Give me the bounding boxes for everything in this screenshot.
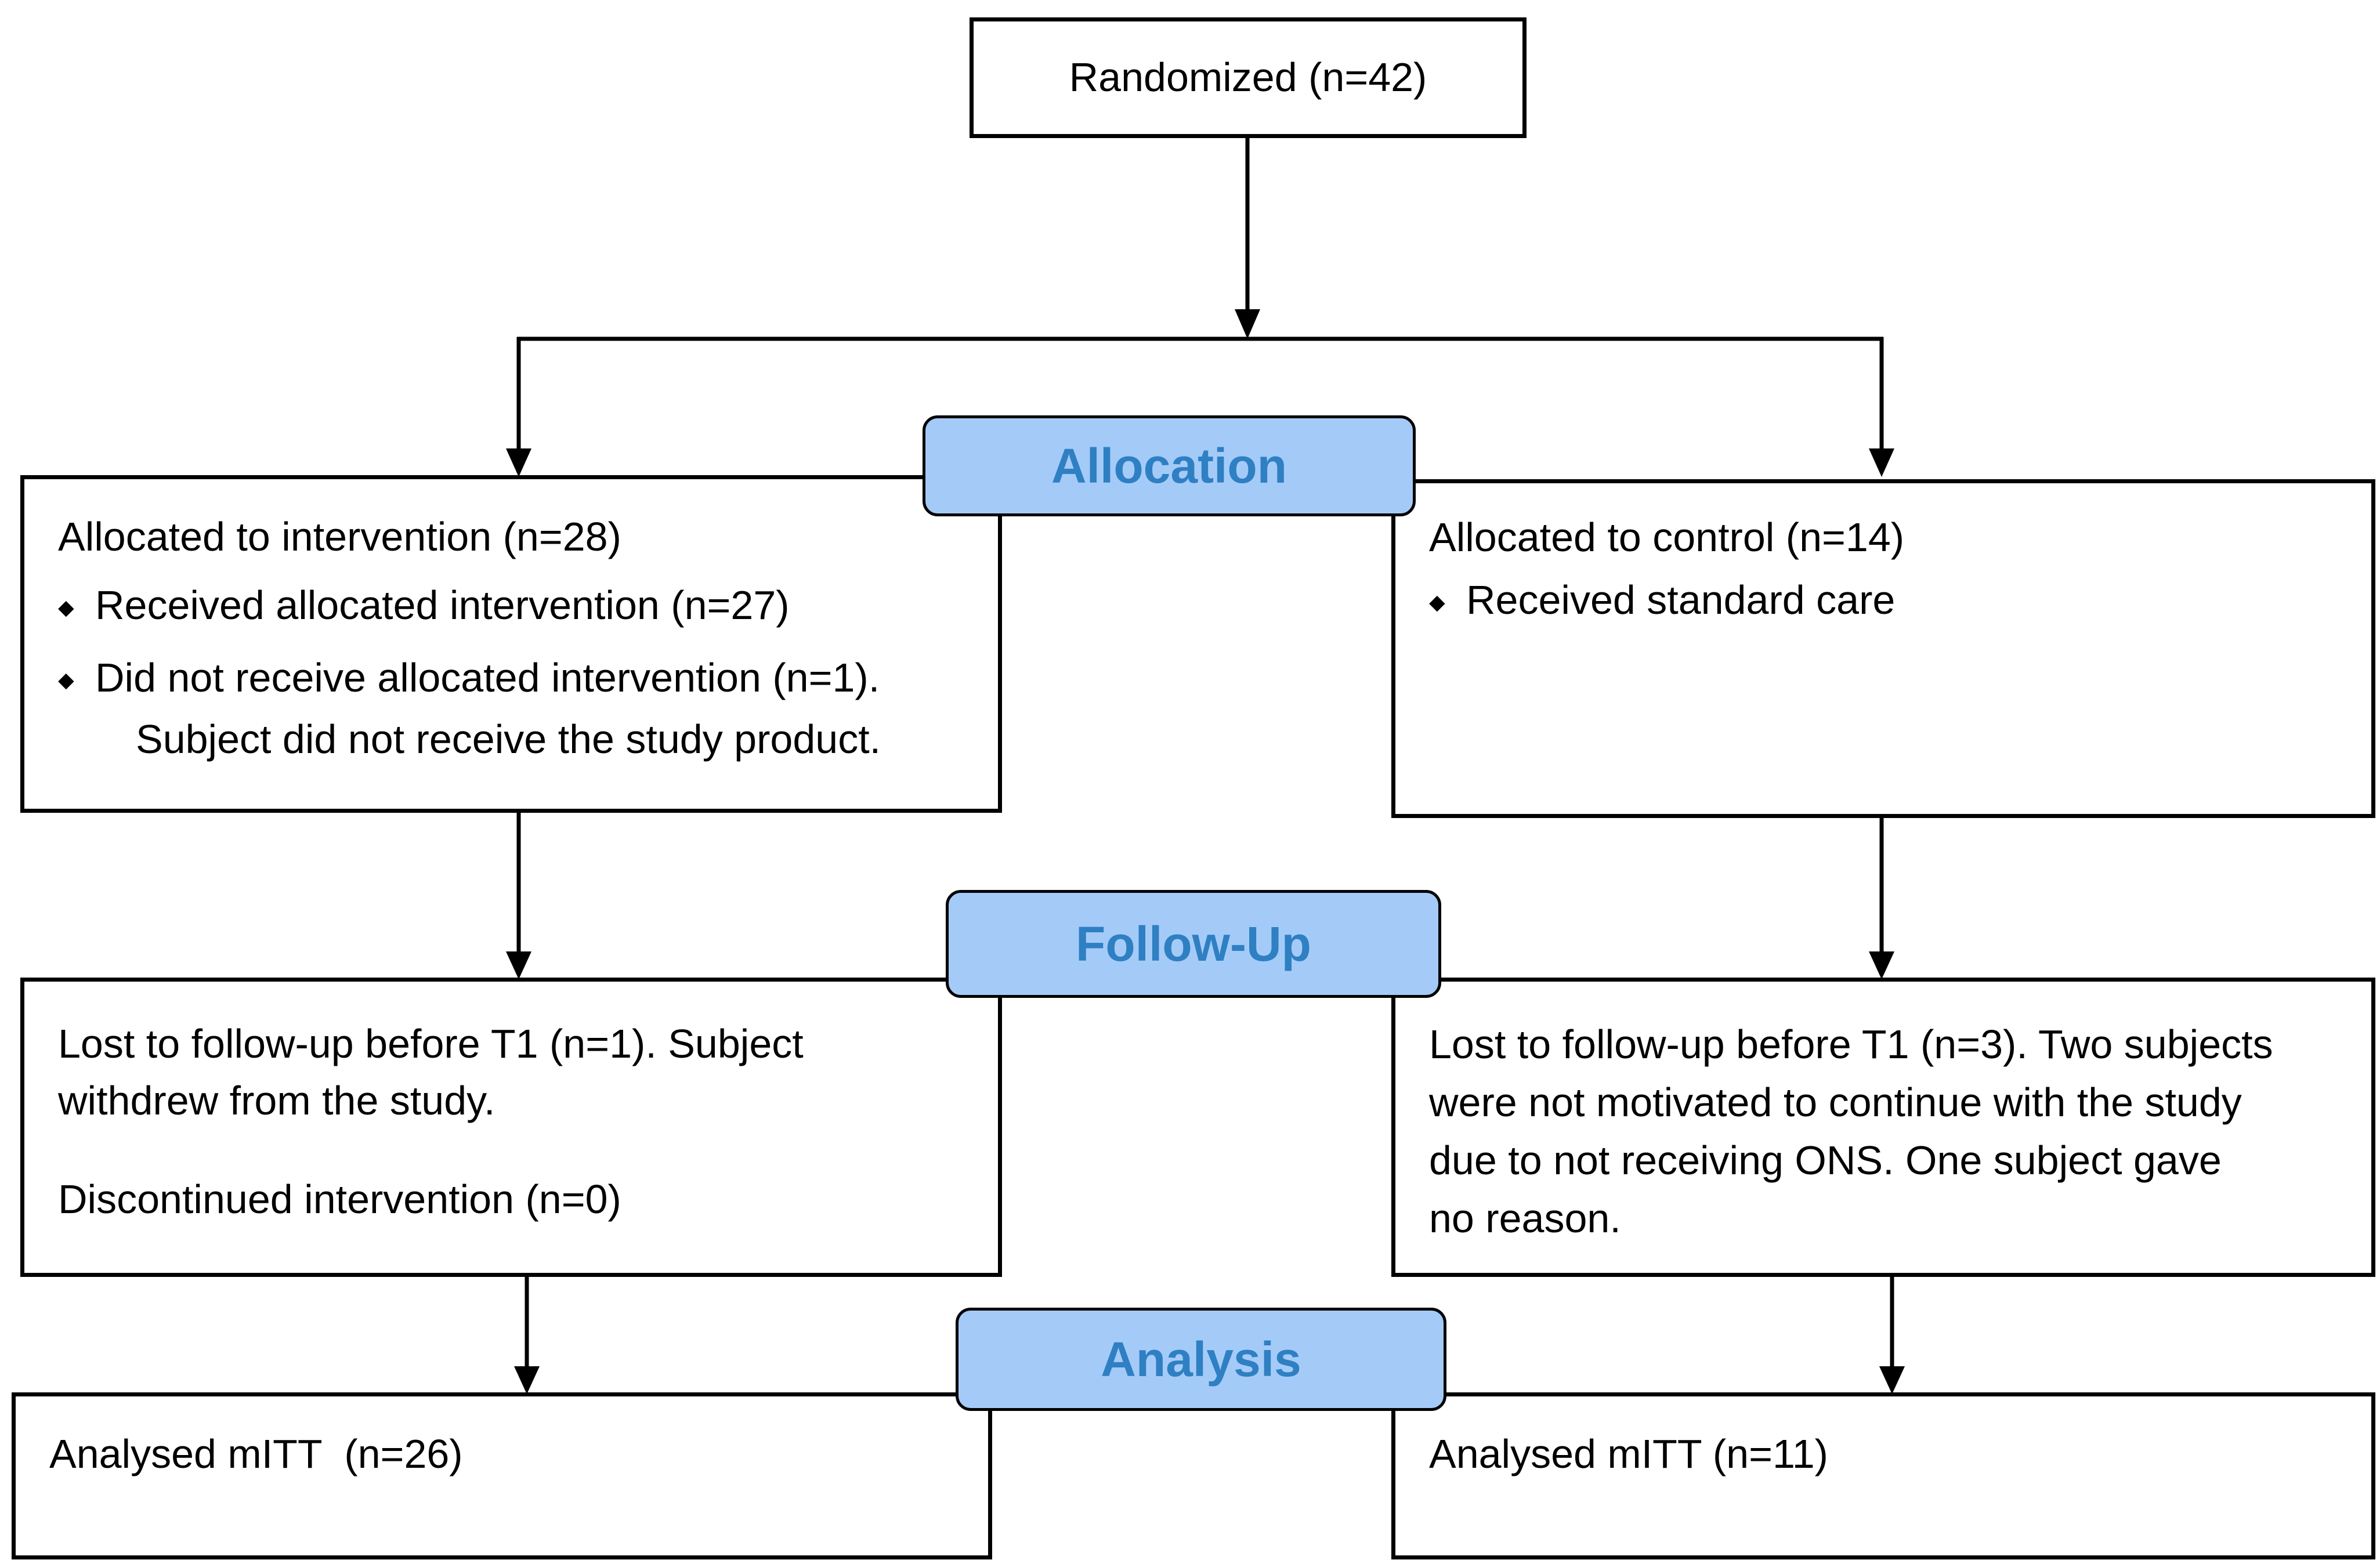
- control-bullet-standard-care: ◆ Received standard care: [1429, 575, 2371, 626]
- arrowhead-intervention-allocation: [506, 448, 531, 477]
- intervention-analysis-box: Analysed mITT (n=26): [12, 1392, 992, 1559]
- randomized-label: Randomized (n=42): [1069, 55, 1427, 100]
- intervention-bullet-received: ◆ Received allocated intervention (n=27): [58, 580, 998, 631]
- arrowhead-control-analysis: [1879, 1366, 1905, 1394]
- diamond-bullet-icon: ◆: [58, 668, 74, 692]
- diamond-bullet-icon: ◆: [58, 595, 74, 619]
- control-followup-line-4: no reason.: [1429, 1196, 1621, 1242]
- control-allocation-heading: Allocated to control (n=14): [1429, 515, 1905, 560]
- intervention-allocation-box: Allocated to intervention (n=28) ◆ Recei…: [20, 475, 1002, 813]
- stage-label-follow-up: Follow-Up: [946, 890, 1441, 998]
- intervention-followup-box: Lost to follow-up before T1 (n=1). Subje…: [20, 978, 1002, 1277]
- intervention-bullet-not-received: ◆ Did not receive allocated intervention…: [58, 653, 998, 704]
- control-bullet-standard-care-text: Received standard care: [1466, 577, 1896, 623]
- arrowhead-intervention-analysis: [514, 1366, 540, 1394]
- control-followup-line-2: were not motivated to continue with the …: [1429, 1080, 2242, 1126]
- arrowhead-control-allocation: [1869, 448, 1894, 477]
- diamond-bullet-icon: ◆: [1429, 589, 1445, 614]
- stage-label-follow-up-text: Follow-Up: [1076, 916, 1311, 971]
- arrowhead-intervention-followup: [506, 951, 531, 979]
- control-followup-box: Lost to follow-up before T1 (n=3). Two s…: [1391, 978, 2375, 1277]
- arrowhead-randomized: [1235, 309, 1260, 339]
- control-analysis-box: Analysed mITT (n=11): [1391, 1392, 2375, 1559]
- arrowhead-control-followup: [1869, 951, 1894, 979]
- stage-label-allocation-text: Allocation: [1051, 438, 1287, 493]
- intervention-analysis-label: Analysed mITT (n=26): [49, 1431, 463, 1476]
- control-followup-line-1: Lost to follow-up before T1 (n=3). Two s…: [1429, 1022, 2273, 1067]
- control-analysis-label: Analysed mITT (n=11): [1429, 1431, 1828, 1476]
- stage-label-analysis-text: Analysis: [1101, 1331, 1301, 1387]
- intervention-followup-line-1: Lost to follow-up before T1 (n=1). Subje…: [58, 1021, 804, 1066]
- control-allocation-box: Allocated to control (n=14) ◆ Received s…: [1391, 479, 2375, 818]
- intervention-allocation-heading: Allocated to intervention (n=28): [58, 514, 621, 559]
- intervention-allocation-note: Subject did not receive the study produc…: [136, 716, 881, 762]
- stage-label-allocation: Allocation: [923, 415, 1416, 516]
- intervention-followup-line-2: withdrew from the study.: [58, 1078, 495, 1123]
- control-followup-line-3: due to not receiving ONS. One subject ga…: [1429, 1138, 2222, 1184]
- randomized-box: Randomized (n=42): [970, 17, 1527, 138]
- stage-label-analysis: Analysis: [956, 1308, 1446, 1411]
- intervention-bullet-received-text: Received allocated intervention (n=27): [95, 582, 790, 628]
- intervention-bullet-not-received-text: Did not receive allocated intervention (…: [95, 655, 880, 700]
- intervention-discontinued: Discontinued intervention (n=0): [58, 1177, 621, 1222]
